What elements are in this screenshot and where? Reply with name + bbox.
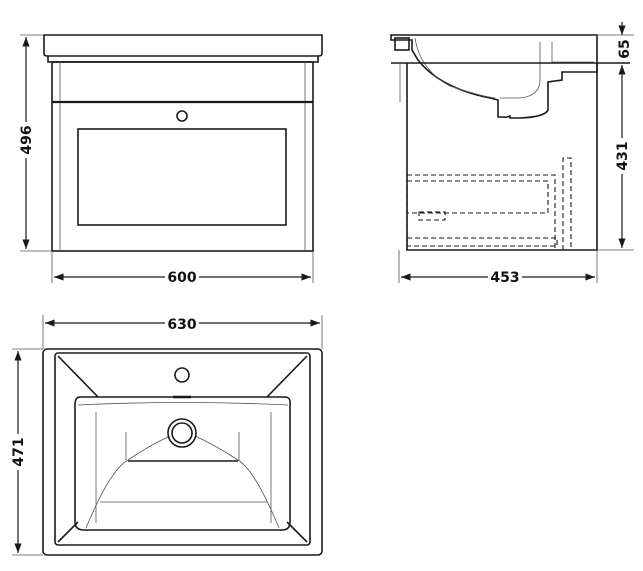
basin-outline <box>42 348 323 556</box>
waste-outer <box>167 418 197 448</box>
cabinet-side <box>406 63 598 251</box>
front-view: 496 600 <box>16 34 323 286</box>
basin-section <box>390 34 598 119</box>
basin-front <box>43 34 323 57</box>
side-depth-label: 453 <box>490 270 519 286</box>
basin-lip <box>47 56 319 63</box>
plan-depth-label: 471 <box>11 437 27 466</box>
waste-inner <box>171 422 193 444</box>
plan-view: 630 471 <box>8 314 323 556</box>
cabinet-body <box>51 61 314 252</box>
front-height-label: 496 <box>19 125 35 154</box>
front-width-label: 600 <box>167 270 196 286</box>
side-view: 65 431 453 <box>390 22 634 286</box>
cabinet-height-label: 431 <box>615 141 631 170</box>
plan-width-label: 630 <box>167 317 196 333</box>
drawer-handle <box>176 110 188 122</box>
basin-bowl <box>74 396 291 531</box>
tap-hole <box>174 367 190 383</box>
basin-rim <box>54 352 311 546</box>
drawer-panel <box>77 128 287 226</box>
overflow-block <box>394 37 410 51</box>
basin-height-label: 65 <box>617 39 633 58</box>
